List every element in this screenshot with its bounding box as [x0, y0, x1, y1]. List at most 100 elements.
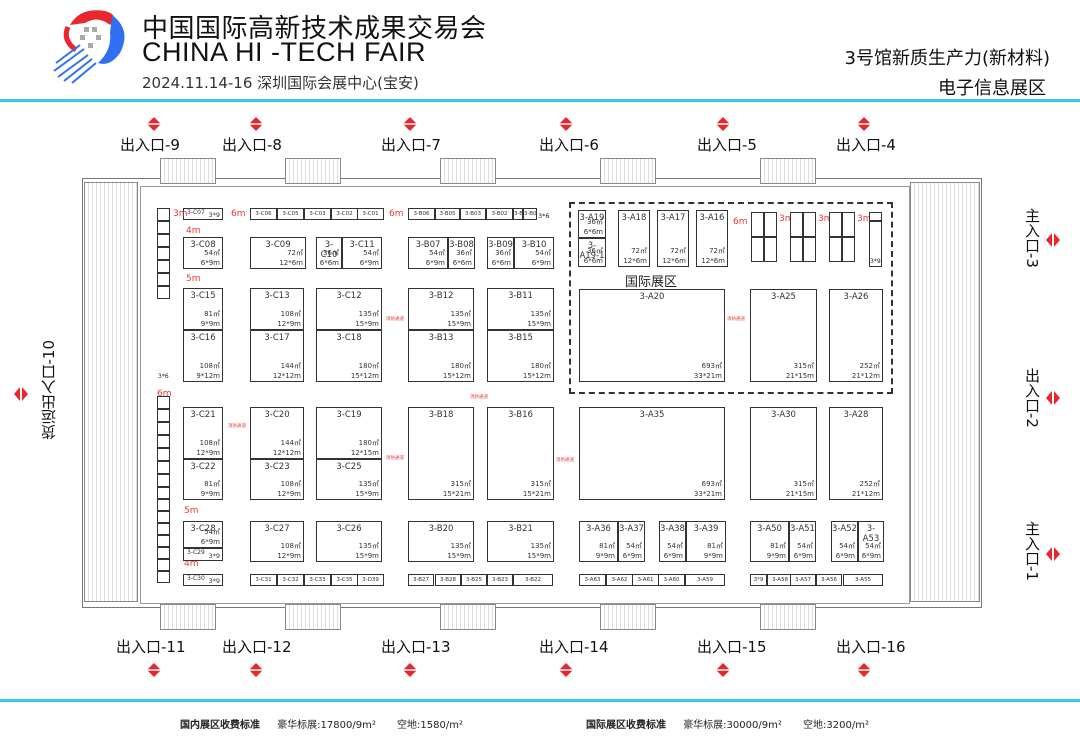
entrance-2[interactable]: 出入口-2 — [1023, 368, 1041, 428]
booth-row-bot-a2[interactable]: 3-A57 — [790, 574, 816, 586]
booth-a37[interactable]: 3-A37 54㎡ 6*9m — [618, 521, 645, 562]
booth-row-top-c[interactable]: 3-C05 — [277, 208, 304, 220]
booth-c26[interactable]: 3-C26 135㎡ 15*9m — [316, 521, 382, 562]
booth-mini-a[interactable] — [764, 237, 777, 262]
booth-a38[interactable]: 3-A38 54㎡ 6*9m — [659, 521, 686, 562]
booth-left-column[interactable] — [157, 535, 170, 547]
booth-c09[interactable]: 3-C09 72㎡ 12*6m — [250, 237, 306, 269]
booth-left-column[interactable] — [157, 448, 170, 461]
booth-row-top-b[interactable]: 3-B03 — [460, 208, 486, 220]
booth-row-bot-c[interactable]: 3-C33 — [304, 574, 331, 586]
booth-left-column[interactable] — [157, 571, 170, 583]
booth-b08[interactable]: 3-B08 36㎡ 6*6m — [448, 237, 475, 269]
booth-left-column[interactable] — [157, 247, 170, 260]
booth-row-top-c[interactable]: 3-C02 — [331, 208, 358, 220]
booth-c27[interactable]: 3-C27 108㎡ 12*9m — [250, 521, 304, 562]
booth-a51[interactable]: 3-A51 54㎡ 6*9m — [789, 521, 816, 562]
booth-c23[interactable]: 3-C23 108㎡ 12*9m — [250, 459, 304, 500]
booth-b11[interactable]: 3-B11 135㎡ 15*9m — [487, 288, 554, 330]
booth-c18[interactable]: 3-C18 180㎡ 15*12m — [316, 330, 382, 382]
booth-c15[interactable]: 3-C15 81㎡ 9*9m — [183, 288, 223, 330]
booth-mini-a[interactable] — [803, 237, 816, 262]
booth-left-column[interactable] — [157, 547, 170, 559]
booth-c16[interactable]: 3-C16 108㎡ 9*12m — [183, 330, 223, 382]
booth-left-column[interactable] — [157, 523, 170, 535]
booth-c28[interactable]: 3-C28 54㎡ 6*9m — [183, 521, 223, 548]
booth-3-C30[interactable]: 3-C30 3*9 — [183, 574, 223, 586]
booth-mini-a[interactable] — [764, 212, 777, 237]
entrance-bottom-2[interactable]: 出入口-13 — [381, 638, 451, 656]
booth-row-bot-a2-dim[interactable]: 3*9 — [750, 574, 767, 586]
booth-c19[interactable]: 3-C19 180㎡ 12*15m — [316, 407, 382, 459]
booth-left-column[interactable] — [157, 260, 170, 273]
booth-row-bot-a2[interactable]: 3-A55 — [843, 574, 883, 586]
booth-row-bot-c[interactable]: 3-C32 — [277, 574, 304, 586]
booth-a39[interactable]: 3-A39 81㎡ 9*9m — [686, 521, 726, 562]
booth-left-column[interactable] — [157, 499, 170, 511]
booth-a26[interactable]: 3-A26 252㎡ 21*12m — [829, 289, 883, 382]
booth-c10[interactable]: 3-C10 36㎡ 6*6m — [316, 237, 342, 269]
booth-c12[interactable]: 3-C12 135㎡ 15*9m — [316, 288, 382, 330]
booth-a19[interactable]: 3-A19 36㎡ 6*6m — [578, 210, 606, 238]
booth-row-bot-c[interactable]: 3-C35 — [331, 574, 358, 586]
entrance-main-3[interactable]: 主入口-3 — [1023, 208, 1041, 268]
booth-c22[interactable]: 3-C22 81㎡ 9*9m — [183, 459, 223, 500]
booth-left-column[interactable] — [157, 461, 170, 474]
booth-row-top-b[interactable]: 3-B02 — [486, 208, 513, 220]
booth-c08[interactable]: 3-C08 54㎡ 6*9m — [183, 237, 223, 269]
entrance-bottom-4[interactable]: 出入口-15 — [697, 638, 767, 656]
entrance-main-1[interactable]: 主入口-1 — [1023, 521, 1041, 581]
entrance-top-0[interactable]: 出入口-9 — [120, 136, 180, 154]
booth-c25[interactable]: 3-C25 135㎡ 15*9m — [316, 459, 382, 500]
booth-mini-a[interactable] — [790, 237, 803, 262]
booth-row-top-b[interactable]: 3-B1 — [513, 208, 523, 220]
entrance-bottom-1[interactable]: 出入口-12 — [222, 638, 292, 656]
booth-left-column[interactable] — [157, 234, 170, 247]
booth-row-bot-a2[interactable]: 3-A56 — [816, 574, 842, 586]
booth-row-top-c[interactable]: 3-C06 — [250, 208, 277, 220]
booth-b12[interactable]: 3-B12 135㎡ 15*9m — [408, 288, 474, 330]
booth-mini-a[interactable] — [842, 212, 855, 237]
booth-row-top-b[interactable]: 3-B01 — [523, 208, 537, 220]
booth-a18[interactable]: 3-A18 72㎡ 12*6m — [618, 210, 650, 267]
booth-row-bot-c[interactable]: 3-C31 — [250, 574, 277, 586]
booth-row-bot-a1[interactable]: 3-A60 — [658, 574, 685, 586]
booth-row-bot-a1[interactable]: 3-A61 — [632, 574, 659, 586]
booth-row-top-c[interactable]: 3-C03 — [304, 208, 331, 220]
booth-left-column[interactable] — [157, 208, 170, 221]
entrance-bottom-5[interactable]: 出入口-16 — [836, 638, 906, 656]
booth-mini-a[interactable] — [803, 212, 816, 237]
booth-c11[interactable]: 3-C11 54㎡ 6*9m — [342, 237, 382, 269]
booth-a25[interactable]: 3-A25 315㎡ 21*15m — [750, 289, 817, 382]
booth-a19_1[interactable]: 3-A19-1 36㎡ 6*6m — [578, 238, 606, 267]
booth-a17[interactable]: 3-A17 72㎡ 12*6m — [657, 210, 689, 267]
entrance-top-4[interactable]: 出入口-5 — [697, 136, 757, 154]
booth-c20[interactable]: 3-C20 144㎡ 12*12m — [250, 407, 304, 459]
booth-mini-a[interactable] — [869, 212, 882, 221]
booth-mini-a[interactable] — [751, 237, 764, 262]
booth-row-bot-b[interactable]: 3-B27 — [408, 574, 434, 586]
booth-row-bot-b[interactable]: 3-B28 — [435, 574, 461, 586]
booth-mini-a[interactable] — [869, 221, 882, 267]
booth-c13[interactable]: 3-C13 108㎡ 12*9m — [250, 288, 304, 330]
booth-row-top-c[interactable]: 3-C01 — [357, 208, 384, 220]
booth-b18[interactable]: 3-B18 315㎡ 15*21m — [408, 407, 474, 500]
booth-left-column[interactable] — [157, 221, 170, 234]
booth-a28[interactable]: 3-A28 252㎡ 21*12m — [829, 407, 883, 500]
booth-b21[interactable]: 3-B21 135㎡ 15*9m — [487, 521, 554, 562]
booth-row-bot-b[interactable]: 3-B25 — [461, 574, 487, 586]
booth-mini-a[interactable] — [829, 212, 842, 237]
booth-a20[interactable]: 3-A20 693㎡ 33*21m — [579, 289, 725, 382]
booth-row-bot-b[interactable]: 3-B22 — [513, 574, 553, 586]
booth-b09[interactable]: 3-B09 36㎡ 6*6m — [487, 237, 514, 269]
booth-a35[interactable]: 3-A35 693㎡ 33*21m — [579, 407, 725, 500]
booth-row-bot-a1[interactable]: 3-A59 — [685, 574, 725, 586]
booth-row-top-b[interactable]: 3-B06 — [408, 208, 435, 220]
booth-c21[interactable]: 3-C21 108㎡ 12*9m — [183, 407, 223, 459]
entrance-top-2[interactable]: 出入口-7 — [381, 136, 441, 154]
booth-a16[interactable]: 3-A16 72㎡ 12*6m — [696, 210, 728, 267]
booth-a53[interactable]: 3-A53 54㎡ 6*9m — [858, 521, 884, 562]
booth-3-C07[interactable]: 3-C07 3*9 — [183, 208, 223, 220]
entrance-top-5[interactable]: 出入口-4 — [836, 136, 896, 154]
booth-mini-a[interactable] — [790, 212, 803, 237]
